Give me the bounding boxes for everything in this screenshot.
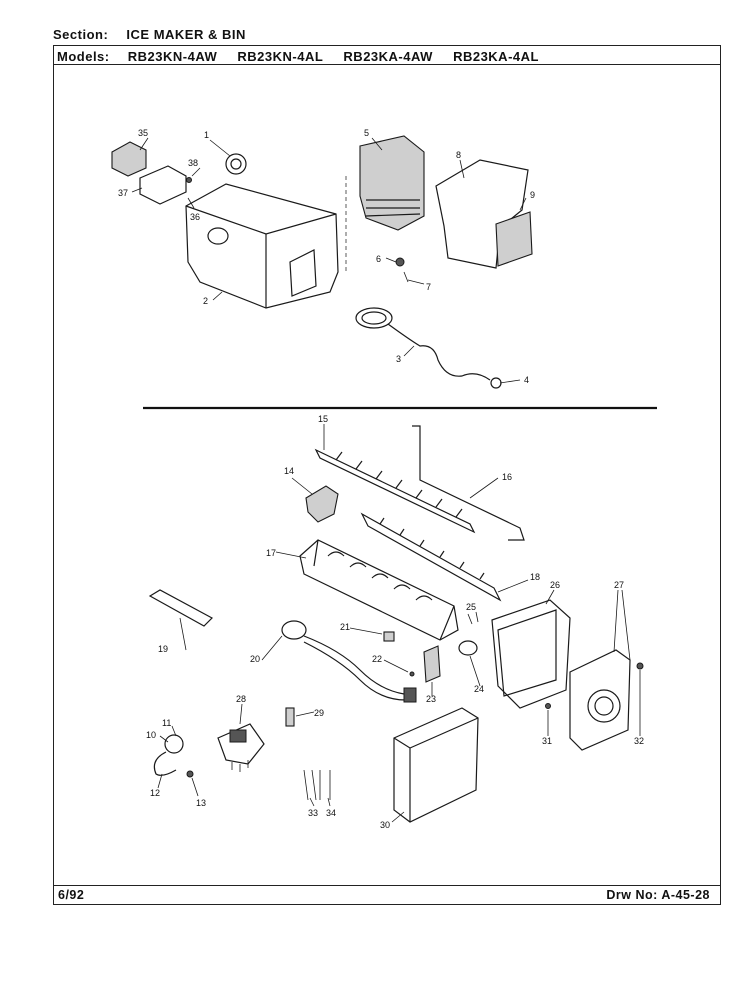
ice-mold	[299, 539, 459, 641]
front-cover	[393, 707, 479, 823]
callout-21: 21	[340, 622, 350, 632]
auger-housing	[345, 135, 425, 272]
callout-4: 4	[524, 375, 529, 385]
water-valve	[153, 734, 194, 778]
callout-labels: 1 2 3 4 5 6 7 8 9 10 11 12 13 14 15 16 1…	[118, 128, 644, 830]
callout-1: 1	[204, 130, 209, 140]
footer-drawing-number: Drw No: A-45-28	[606, 888, 710, 902]
callout-38: 38	[188, 158, 198, 168]
fill-tube	[148, 589, 213, 627]
callout-34: 34	[326, 808, 336, 818]
callout-19: 19	[158, 644, 168, 654]
footer-date: 6/92	[58, 888, 85, 902]
callout-29: 29	[314, 708, 324, 718]
callout-26: 26	[550, 580, 560, 590]
section-label: Section:	[53, 27, 109, 42]
callout-12: 12	[150, 788, 160, 798]
callout-17: 17	[266, 548, 276, 558]
callout-10: 10	[146, 730, 156, 740]
callout-32: 32	[634, 736, 644, 746]
callout-5: 5	[364, 128, 369, 138]
footer-divider	[54, 885, 720, 886]
ice-bin	[185, 183, 339, 309]
callout-16: 16	[502, 472, 512, 482]
callout-2: 2	[203, 296, 208, 306]
screws-33-34	[303, 769, 331, 801]
stripper	[360, 512, 502, 602]
switch-assembly	[217, 723, 265, 772]
callout-15: 15	[318, 414, 328, 424]
callout-33: 33	[308, 808, 318, 818]
callout-8: 8	[456, 150, 461, 160]
screw-31	[545, 703, 551, 709]
callout-11: 11	[162, 718, 171, 728]
callout-20: 20	[250, 654, 260, 664]
callout-30: 30	[380, 820, 390, 830]
small-clip-21	[383, 631, 395, 642]
fuse-29	[285, 707, 295, 727]
callout-18: 18	[530, 572, 540, 582]
callout-35: 35	[138, 128, 148, 138]
callout-3: 3	[396, 354, 401, 364]
section-value: ICE MAKER & BIN	[126, 27, 246, 42]
ice-chute	[435, 159, 533, 269]
pin-7	[403, 271, 409, 283]
auger-cup	[225, 153, 247, 175]
callout-leaders	[131, 137, 641, 823]
callout-28: 28	[236, 694, 246, 704]
callout-9: 9	[530, 190, 535, 200]
models-divider	[54, 64, 720, 65]
callout-37: 37	[118, 188, 128, 198]
callout-36: 36	[190, 212, 200, 222]
section-header: Section: ICE MAKER & BIN	[53, 27, 246, 42]
callout-7: 7	[426, 282, 431, 292]
bin-motor-bracket	[111, 141, 192, 205]
callout-23: 23	[426, 694, 436, 704]
gear-24	[458, 640, 478, 656]
callout-27: 27	[614, 580, 624, 590]
callout-13: 13	[196, 798, 206, 808]
motor-module	[569, 649, 631, 751]
shutoff-arm	[412, 425, 525, 541]
spring-25	[467, 611, 479, 625]
model-3: RB23KA-4AW	[343, 49, 433, 64]
diagram-frame: Models: RB23KN-4AW RB23KN-4AL RB23KA-4AW…	[53, 45, 721, 905]
callout-25: 25	[466, 602, 476, 612]
callout-24: 24	[474, 684, 484, 694]
wiring-harness	[281, 620, 417, 703]
model-4: RB23KA-4AL	[453, 49, 539, 64]
models-header: Models: RB23KN-4AW RB23KN-4AL RB23KA-4AW…	[57, 49, 555, 64]
model-1: RB23KN-4AW	[127, 49, 218, 64]
callout-31: 31	[542, 736, 552, 746]
support-23	[423, 645, 441, 683]
auger-spring	[355, 307, 502, 389]
callout-6: 6	[376, 254, 381, 264]
control-housing	[491, 599, 571, 709]
nut-6	[395, 257, 405, 267]
ejector-blade	[314, 448, 476, 534]
screw-32	[636, 662, 644, 670]
models-label: Models:	[57, 49, 110, 64]
screw-22	[409, 671, 415, 677]
model-2: RB23KN-4AL	[237, 49, 324, 64]
mold-bracket	[305, 485, 339, 523]
callout-14: 14	[284, 466, 294, 476]
callout-22: 22	[372, 654, 382, 664]
